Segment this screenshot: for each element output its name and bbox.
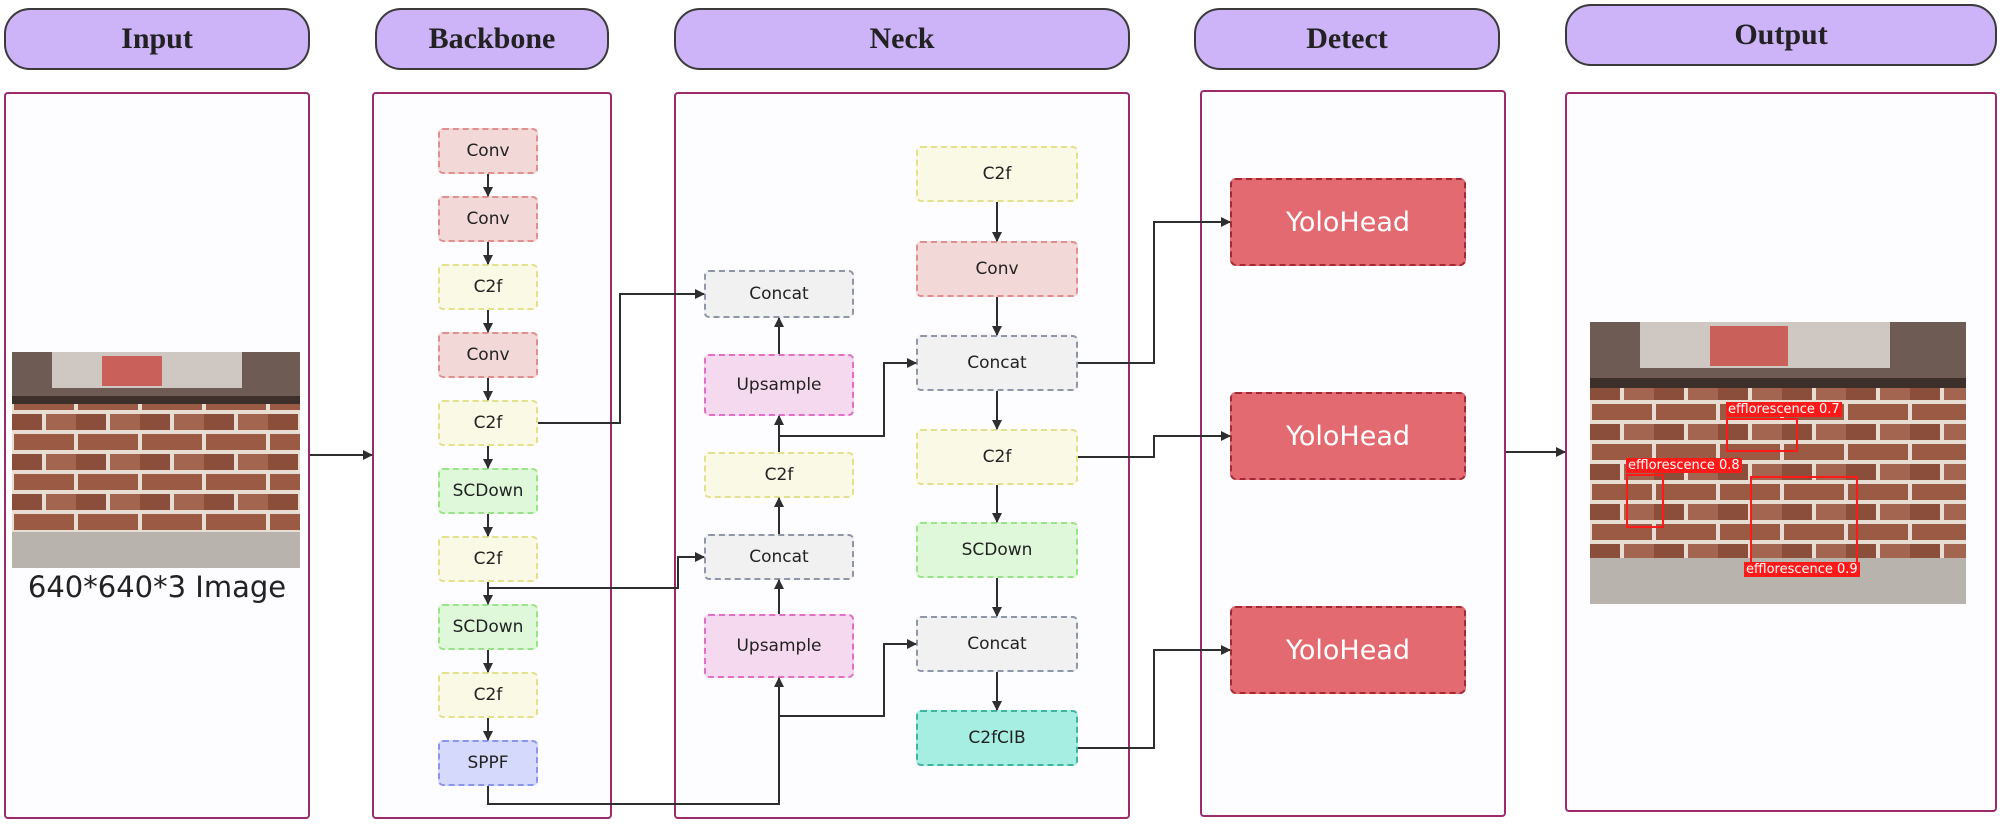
detection-label-2: efflorescence 0.8 <box>1626 458 1742 473</box>
detection-box-1 <box>1726 418 1798 452</box>
header-backbone-label: Backbone <box>428 22 556 55</box>
neck-conv-right: Conv <box>916 241 1078 297</box>
input-image <box>12 352 300 568</box>
neck-concat-3: Concat <box>916 335 1078 391</box>
header-detect: Detect <box>1194 8 1500 70</box>
backbone-conv-2: Conv <box>438 196 538 242</box>
input-caption: 640*640*3 Image <box>27 570 287 604</box>
backbone-c2f-1: C2f <box>438 264 538 310</box>
backbone-c2f-4: C2f <box>438 672 538 718</box>
neck-c2fcib: C2fCIB <box>916 710 1078 766</box>
header-input: Input <box>4 8 310 70</box>
backbone-scdown-2: SCDown <box>438 604 538 650</box>
header-neck: Neck <box>674 8 1130 70</box>
neck-concat-4: Concat <box>916 616 1078 672</box>
backbone-scdown-1: SCDown <box>438 468 538 514</box>
output-image: efflorescence 0.7 efflorescence 0.8 effl… <box>1590 322 1966 604</box>
backbone-sppf: SPPF <box>438 740 538 786</box>
yolohead-3: YoloHead <box>1230 606 1466 694</box>
neck-scdown-right: SCDown <box>916 522 1078 578</box>
neck-c2f-top: C2f <box>916 146 1078 202</box>
detection-label-3: efflorescence 0.9 <box>1744 562 1860 577</box>
backbone-c2f-3: C2f <box>438 536 538 582</box>
header-output-label: Output <box>1734 18 1828 51</box>
header-neck-label: Neck <box>869 22 935 55</box>
backbone-c2f-2: C2f <box>438 400 538 446</box>
backbone-conv-1: Conv <box>438 128 538 174</box>
neck-c2f-right: C2f <box>916 429 1078 485</box>
neck-upsample-1: Upsample <box>704 354 854 416</box>
header-input-label: Input <box>121 22 193 55</box>
yolohead-2: YoloHead <box>1230 392 1466 480</box>
yolohead-1: YoloHead <box>1230 178 1466 266</box>
header-backbone: Backbone <box>375 8 609 70</box>
header-detect-label: Detect <box>1306 22 1388 55</box>
detection-label-1: efflorescence 0.7 <box>1726 402 1842 417</box>
header-output: Output <box>1565 4 1997 66</box>
backbone-conv-3: Conv <box>438 332 538 378</box>
detection-box-2 <box>1626 474 1664 528</box>
